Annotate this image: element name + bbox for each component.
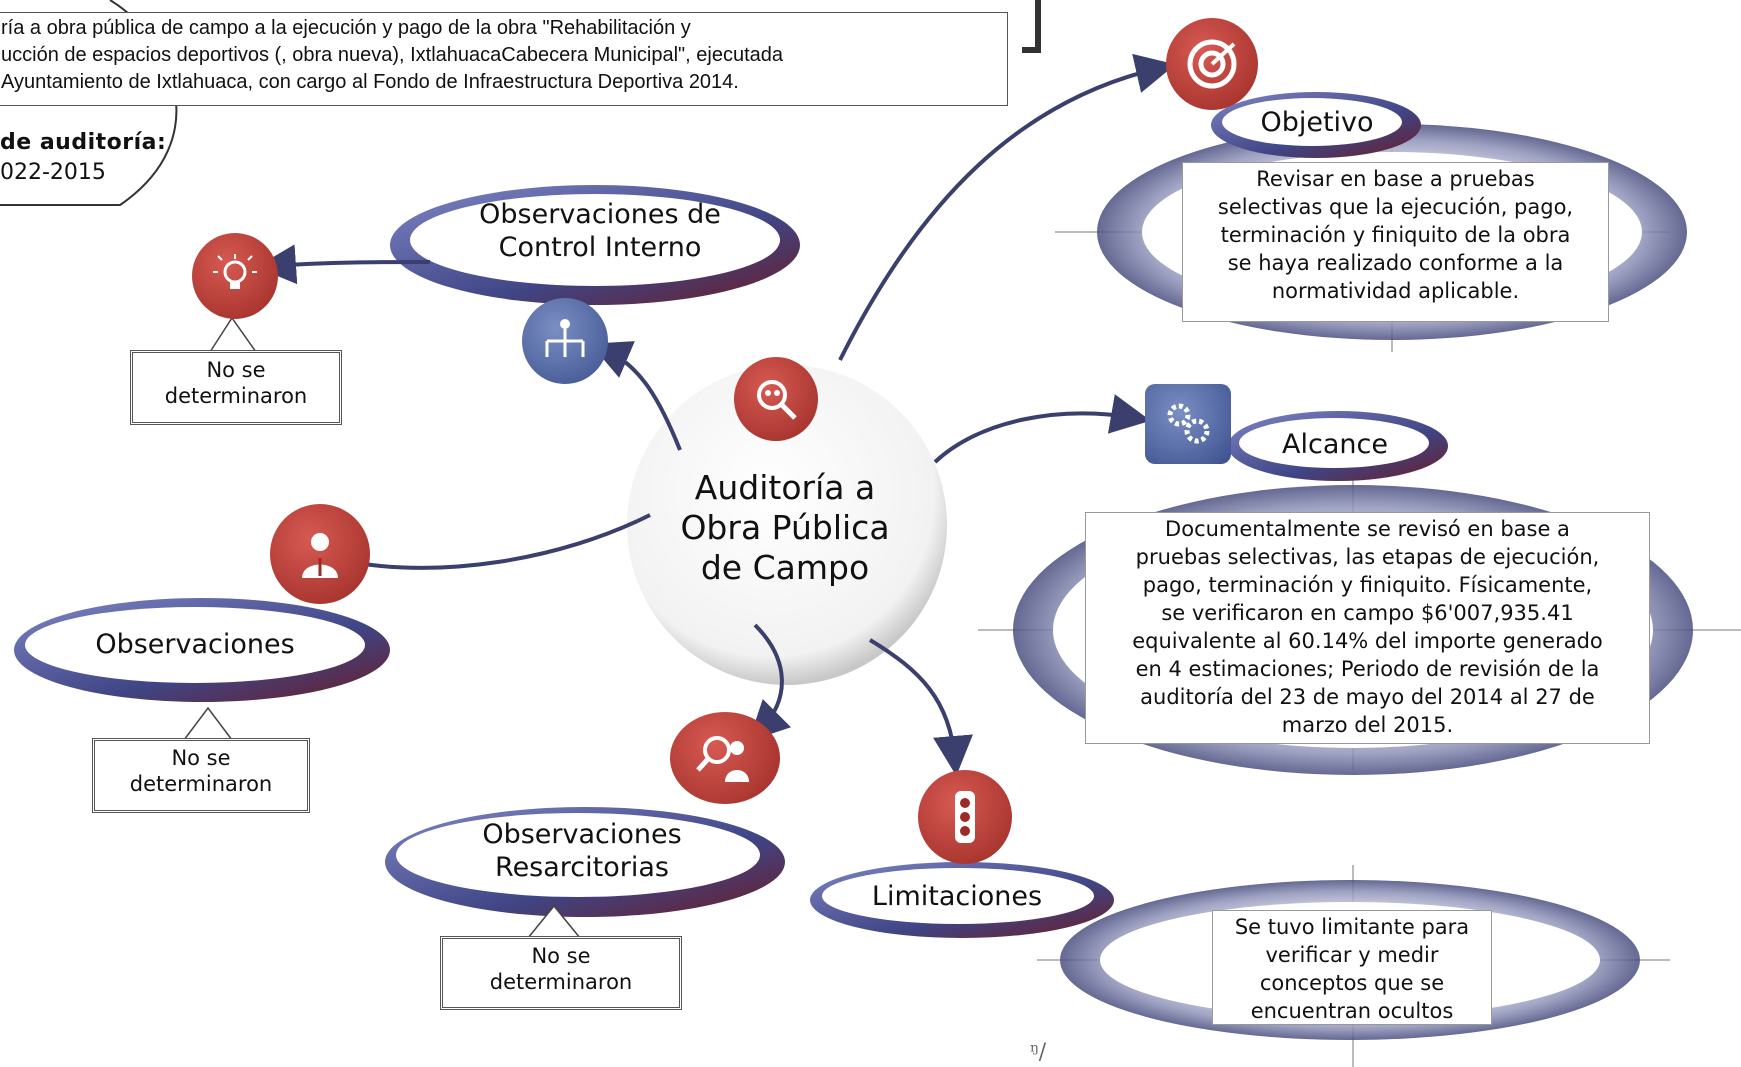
alcance-text-line: equivalente al 60.14% del importe genera… xyxy=(1132,629,1603,653)
objetivo-text-line: selectivas que la ejecución, pago, xyxy=(1217,195,1574,219)
arrow-to-observaciones xyxy=(324,513,651,585)
alcance-description: Documentalmente se revisó en base a prue… xyxy=(1085,512,1650,744)
observaciones-label: Observaciones xyxy=(95,629,295,660)
signature: ᵑ/ xyxy=(1030,1040,1047,1065)
audit-description-line: ucción de espacios deportivos (, obra nu… xyxy=(1,44,784,66)
arrow-to-limitaciones xyxy=(868,638,973,776)
alcance-text-line: en 4 estimaciones; Periodo de revisión d… xyxy=(1135,657,1600,681)
lightbulb-icon xyxy=(192,233,278,319)
alcance-label: Alcance xyxy=(1282,429,1388,460)
result-line: determinaron xyxy=(489,970,633,994)
resarcitorias-result-box: No se determinaron xyxy=(440,936,682,1010)
objetivo-label: Objetivo xyxy=(1260,107,1374,138)
control-interno-label-line: Observaciones de xyxy=(479,199,721,230)
result-line: determinaron xyxy=(164,384,308,408)
alcance-text-line: pruebas selectivas, las etapas de ejecuc… xyxy=(1135,545,1600,569)
org-chart-icon xyxy=(522,298,608,384)
connectors xyxy=(256,53,1176,776)
arrow-to-control-interno xyxy=(590,341,682,451)
alcance-text-line: pago, terminación y finiquito. Físicamen… xyxy=(1142,573,1593,597)
alcance-text-line: marzo del 2015. xyxy=(1281,713,1454,737)
result-line: No se xyxy=(171,746,231,770)
observaciones-result-box: No se determinaron xyxy=(92,738,310,813)
limitaciones-description: Se tuvo limitante para verificar y medir… xyxy=(1212,910,1492,1025)
result-line: determinaron xyxy=(129,772,273,796)
center-circle xyxy=(627,365,947,685)
pointers xyxy=(183,316,581,939)
traffic-light-icon xyxy=(918,770,1012,864)
center-title-line: Obra Pública xyxy=(680,508,890,547)
resarcitorias-label-line: Observaciones xyxy=(482,819,682,850)
alcance-text-line: se verificaron en campo $6'007,935.41 xyxy=(1161,601,1574,625)
audit-number-value: 022-2015 xyxy=(0,160,106,185)
limitaciones-label: Limitaciones xyxy=(871,881,1043,912)
objetivo-text-line: Revisar en base a pruebas xyxy=(1256,167,1535,191)
arrow-control-to-bulb xyxy=(256,244,431,285)
limitaciones-text-line: encuentran ocultos xyxy=(1250,999,1454,1023)
arrow-to-alcance xyxy=(933,394,1151,464)
target-icon xyxy=(1166,18,1258,110)
search-people-icon xyxy=(670,712,780,804)
audit-number: de auditoría: 022-2015 xyxy=(0,128,166,188)
objetivo-text-line: se haya realizado conforme a la xyxy=(1227,251,1564,275)
arrow-to-resarcitorias xyxy=(748,623,792,742)
alcance-text-line: Documentalmente se revisó en base a xyxy=(1165,517,1570,541)
objetivo-description: Revisar en base a pruebas selectivas que… xyxy=(1182,162,1609,322)
control-interno-result-box: No se determinaron xyxy=(130,350,342,425)
limitaciones-text-line: Se tuvo limitante para xyxy=(1234,915,1470,939)
audit-description-line: Ayuntamiento de Ixtlahuaca, con cargo al… xyxy=(1,71,739,93)
objetivo-text-line: terminación y finiquito de la obra xyxy=(1220,223,1571,247)
alcance-text-line: auditoría del 23 de mayo del 2014 al 27 … xyxy=(1140,685,1595,709)
center-title-line: Auditoría a xyxy=(694,468,876,507)
center-title-line: de Campo xyxy=(700,548,870,587)
result-line: No se xyxy=(206,358,266,382)
audit-description-line: ría a obra pública de campo a la ejecuci… xyxy=(1,17,691,39)
gears-icon xyxy=(1145,384,1231,464)
limitaciones-text-line: verificar y medir xyxy=(1265,943,1439,967)
audit-number-label: de auditoría: xyxy=(0,130,167,155)
control-interno-label: Observaciones de Control Interno xyxy=(440,198,760,264)
arrow-to-objetivo xyxy=(838,53,1176,361)
audit-description-box: ría a obra pública de campo a la ejecuci… xyxy=(0,12,1008,106)
magnifier-people-icon xyxy=(734,357,818,441)
center-title: Auditoría a Obra Pública de Campo xyxy=(655,468,915,588)
resarcitorias-label: Observaciones Resarcitorias xyxy=(432,818,732,884)
result-line: No se xyxy=(531,944,591,968)
objetivo-text-line: normatividad aplicable. xyxy=(1271,279,1520,303)
limitaciones-text-line: conceptos que se xyxy=(1259,971,1445,995)
resarcitorias-label-line: Resarcitorias xyxy=(495,852,669,883)
business-people-icon xyxy=(270,504,370,604)
control-interno-label-line: Control Interno xyxy=(498,232,702,263)
header-bracket xyxy=(1022,0,1041,53)
